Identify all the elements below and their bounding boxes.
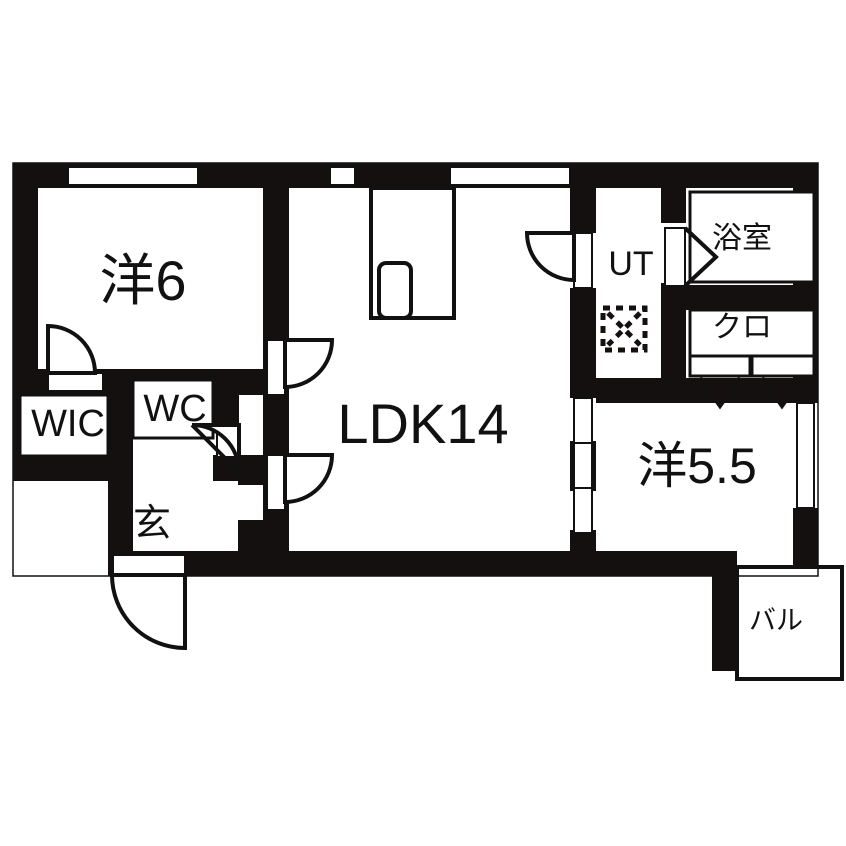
door-panel-hall-upper[interactable]	[266, 339, 286, 396]
wc-outline	[131, 378, 215, 440]
room-label-washitsu-6: 洋6	[99, 249, 187, 312]
room-label-washitsu-55: 洋5.5	[637, 438, 757, 494]
window-top-left	[67, 166, 199, 186]
closet-outline	[688, 308, 816, 358]
door-panel-hall-lower[interactable]	[266, 454, 286, 511]
door-swing-ut[interactable]	[524, 231, 576, 283]
plan-outline	[12, 162, 819, 577]
room-label-wic: WIC	[31, 403, 105, 445]
room-label-ut: UT	[608, 245, 654, 283]
wic-outline	[18, 393, 110, 458]
window-top-right	[449, 166, 571, 186]
door-swing-hall-upper[interactable]	[283, 338, 335, 390]
kitchen-sink	[377, 261, 413, 320]
sliding-door-washitsu55[interactable]	[573, 397, 593, 534]
bathroom-outline	[688, 190, 816, 284]
room-label-genkan: 玄	[132, 503, 172, 545]
wall-mass	[13, 163, 818, 671]
room-label-bathroom: 浴室	[712, 222, 772, 255]
door-swing-hall-lower[interactable]	[283, 453, 335, 505]
door-panel-entrance[interactable]	[112, 554, 186, 576]
window-top-mid	[329, 166, 356, 186]
door-swing-washitsu6[interactable]	[46, 323, 98, 375]
balcony-outline	[735, 565, 844, 681]
door-swing-bath[interactable]	[683, 226, 719, 288]
door-swings-group	[46, 226, 719, 651]
window-right-room	[796, 402, 815, 509]
door-panel-bath[interactable]	[664, 227, 686, 287]
room-label-wc: WC	[143, 388, 207, 430]
room-label-closet: クロ	[712, 311, 772, 344]
room-label-ldk: LDK14	[337, 392, 509, 455]
door-panel-washitsu6[interactable]	[47, 372, 104, 392]
door-panel-ut[interactable]	[573, 232, 593, 289]
closet-bifold-doors[interactable]	[688, 354, 816, 410]
door-swing-entrance[interactable]	[109, 573, 187, 651]
door-swing-wc[interactable]	[190, 423, 241, 474]
washing-machine-slot	[600, 305, 648, 353]
room-label-balcony: バル	[749, 605, 803, 636]
openings-group	[47, 166, 815, 576]
fixtures-group	[18, 186, 844, 681]
